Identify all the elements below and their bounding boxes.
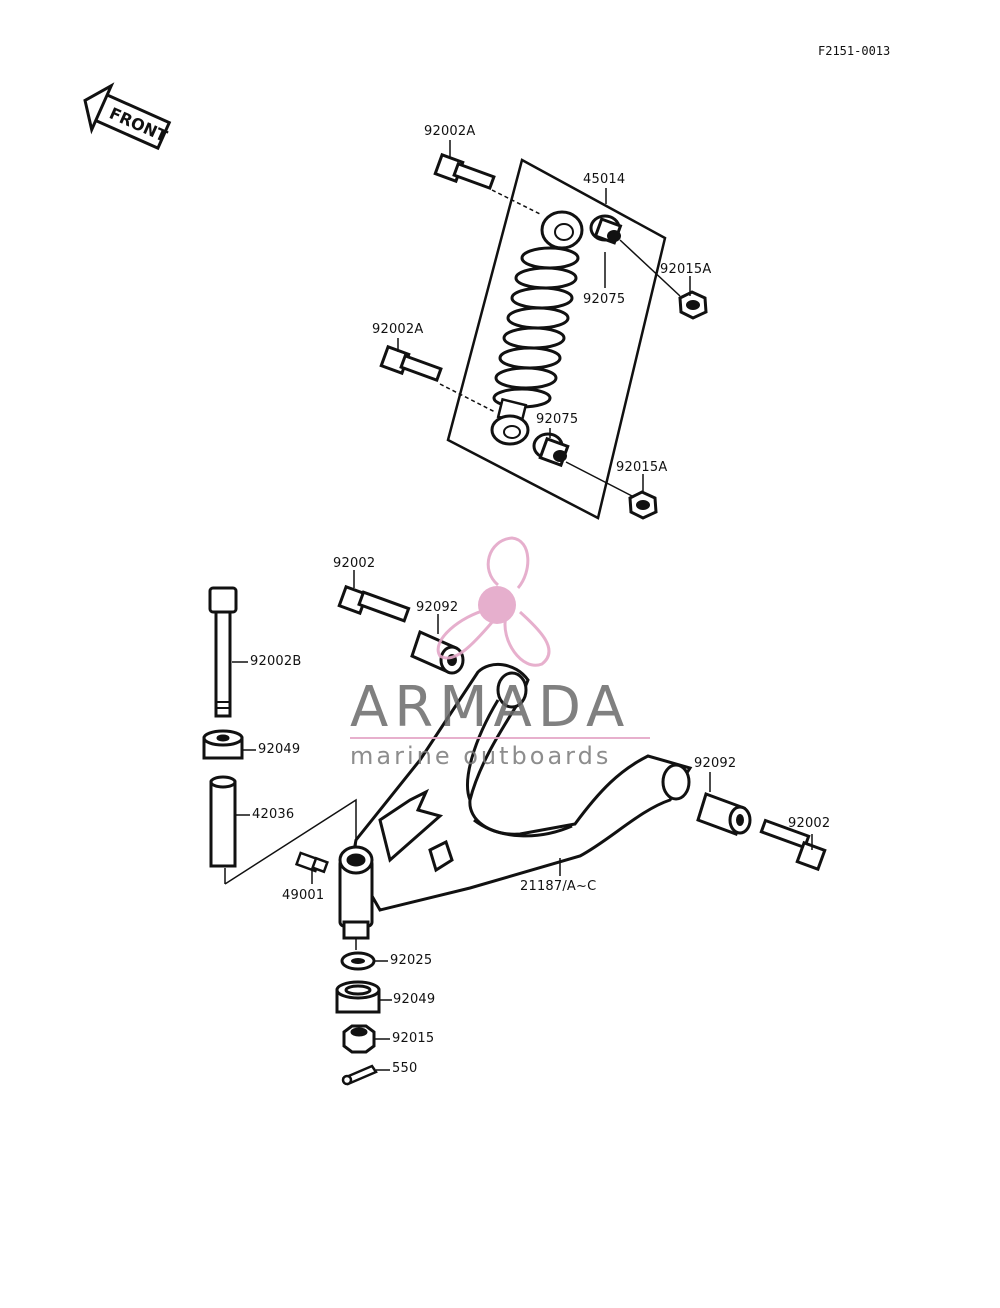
watermark-tagline: marine outboards bbox=[350, 742, 612, 770]
label-washer: 92025 bbox=[390, 953, 433, 968]
upper-collar-icon bbox=[202, 729, 244, 760]
lower-shock-nut-icon bbox=[628, 490, 658, 520]
watermark-brand: ARMADA bbox=[350, 675, 631, 740]
label-bolt-arm-rear: 92002 bbox=[788, 816, 831, 831]
label-pipe-kingpin: 42036 bbox=[252, 807, 295, 822]
watermark-divider bbox=[350, 737, 650, 739]
label-nut-upper-shock: 92015A bbox=[660, 262, 712, 277]
grease-nipple-icon bbox=[294, 851, 329, 874]
label-bolt-upper-shock: 92002A bbox=[424, 124, 476, 139]
label-bush-arm-rear: 92092 bbox=[694, 756, 737, 771]
diagram-code: F2151-0013 bbox=[818, 44, 891, 58]
kingpin-bolt-icon bbox=[208, 586, 238, 718]
kingpin-pipe-icon bbox=[209, 775, 237, 868]
kingpin-housing bbox=[338, 845, 374, 940]
arm-rear-bolt-icon bbox=[759, 818, 827, 872]
watermark-propeller-icon bbox=[436, 536, 551, 667]
suspension-arm bbox=[348, 662, 693, 912]
lower-shock-bolt-icon bbox=[379, 344, 496, 413]
label-collar-upper: 92049 bbox=[258, 742, 301, 757]
arm-front-bush-icon bbox=[410, 629, 465, 675]
arm-front-bolt-icon bbox=[337, 584, 411, 623]
shock-absorber-box bbox=[446, 158, 667, 520]
label-bush-lower-shock: 92075 bbox=[536, 412, 579, 427]
front-arrow-icon: FRONT bbox=[83, 82, 172, 151]
lower-shock-bush-icon bbox=[532, 432, 570, 468]
label-nut-kingpin: 92015 bbox=[392, 1031, 435, 1046]
label-bush-arm-front: 92092 bbox=[416, 600, 459, 615]
label-grease-nipple: 49001 bbox=[282, 888, 325, 903]
upper-shock-nut-icon bbox=[678, 290, 708, 320]
washer-icon bbox=[340, 951, 376, 971]
label-bolt-kingpin: 92002B bbox=[250, 654, 302, 669]
label-bush-upper-shock: 92075 bbox=[583, 292, 626, 307]
cotter-pin-icon bbox=[341, 1064, 378, 1086]
upper-shock-bolt-icon bbox=[433, 152, 541, 215]
label-shock-absorber: 45014 bbox=[583, 172, 626, 187]
label-cotter-pin: 550 bbox=[392, 1061, 418, 1076]
shock-absorber bbox=[490, 210, 584, 446]
label-collar-lower: 92049 bbox=[393, 992, 436, 1007]
label-bolt-arm-front: 92002 bbox=[333, 556, 376, 571]
label-bolt-lower-shock: 92002A bbox=[372, 322, 424, 337]
lower-collar-icon bbox=[335, 980, 381, 1014]
leader-lines bbox=[232, 140, 813, 1071]
label-suspension-arm: 21187/A~C bbox=[520, 879, 597, 894]
label-nut-lower-shock: 92015A bbox=[616, 460, 668, 475]
upper-shock-bush-icon bbox=[589, 214, 623, 245]
kingpin-nut-icon bbox=[342, 1024, 376, 1054]
arm-rear-bush-icon bbox=[696, 792, 752, 836]
